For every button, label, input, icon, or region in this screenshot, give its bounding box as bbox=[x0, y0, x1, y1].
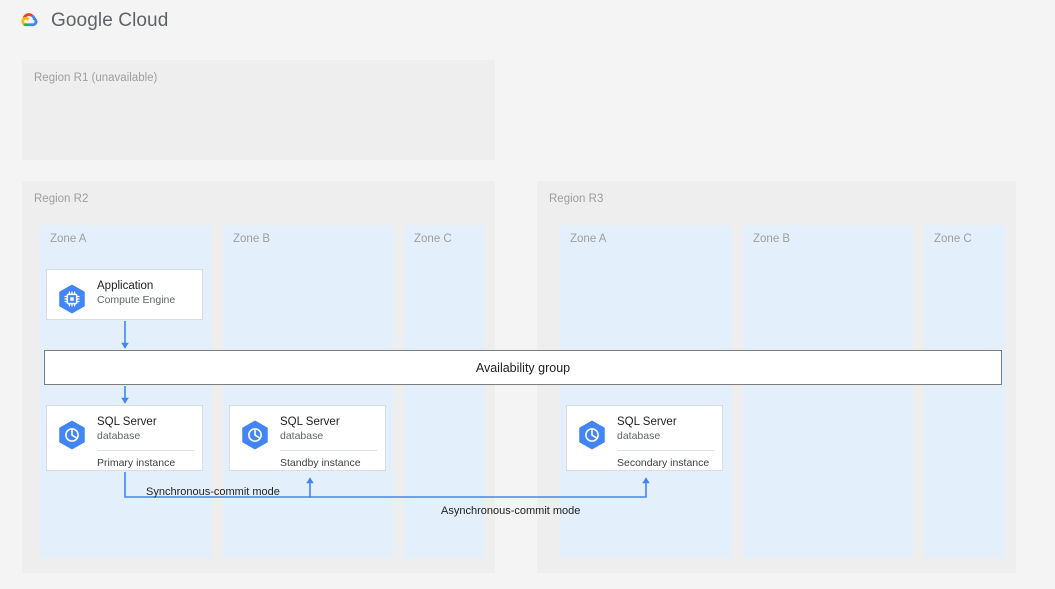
card-text-block: SQL Server database Standby instance bbox=[280, 416, 377, 469]
brand-logo-group: Google Cloud bbox=[14, 9, 168, 33]
resource-card-primary-instance[interactable]: SQL Server database Primary instance bbox=[46, 405, 203, 471]
compute-engine-icon bbox=[59, 284, 85, 314]
card-text-block: Application Compute Engine bbox=[97, 280, 194, 307]
sql-server-database-icon bbox=[242, 420, 268, 450]
card-text-block: SQL Server database Primary instance bbox=[97, 416, 194, 469]
zone-label-r2-b: Zone B bbox=[233, 233, 271, 245]
resource-card-standby-instance[interactable]: SQL Server database Standby instance bbox=[229, 405, 386, 471]
card-title: SQL Server bbox=[97, 416, 157, 428]
brand-name: Google Cloud bbox=[51, 10, 169, 31]
zone-label-r2-a: Zone A bbox=[50, 233, 87, 245]
card-divider: Standby instance bbox=[280, 450, 377, 469]
zone-panel-r2-b: Zone B bbox=[223, 225, 393, 558]
connector-label-synchronous-commit: Synchronous-commit mode bbox=[146, 486, 280, 498]
region-label-r2: Region R2 bbox=[34, 193, 89, 205]
zone-panel-r3-a: Zone A bbox=[560, 225, 732, 558]
card-footer-label: Secondary instance bbox=[617, 457, 710, 469]
zone-label-r3-c: Zone C bbox=[934, 233, 972, 245]
page-header: Google Cloud bbox=[0, 0, 1055, 44]
region-panel-r1: Region R1 (unavailable) bbox=[22, 60, 495, 160]
availability-group-label: Availability group bbox=[475, 360, 571, 375]
resource-card-application[interactable]: Application Compute Engine bbox=[46, 269, 203, 320]
region-label-r3: Region R3 bbox=[549, 193, 604, 205]
zone-label-r3-b: Zone B bbox=[753, 233, 791, 245]
zone-panel-r3-c: Zone C bbox=[924, 225, 1005, 558]
card-text-block: SQL Server database Secondary instance bbox=[617, 416, 714, 469]
card-divider: Primary instance bbox=[97, 450, 194, 469]
connector-label-asynchronous-commit: Asynchronous-commit mode bbox=[441, 505, 581, 517]
card-title: SQL Server bbox=[280, 416, 340, 428]
zone-label-r3-a: Zone A bbox=[570, 233, 607, 245]
google-cloud-logo-icon bbox=[21, 13, 38, 27]
sql-server-database-icon bbox=[59, 420, 85, 450]
card-subtitle: database bbox=[617, 429, 661, 442]
zone-panel-r2-c: Zone C bbox=[404, 225, 484, 558]
card-divider: Secondary instance bbox=[617, 450, 714, 469]
sql-server-database-icon bbox=[579, 420, 605, 450]
card-subtitle: database bbox=[97, 429, 141, 442]
card-footer-label: Standby instance bbox=[280, 457, 361, 469]
card-subtitle: database bbox=[280, 429, 324, 442]
zone-label-r2-c: Zone C bbox=[414, 233, 452, 245]
card-footer-label: Primary instance bbox=[97, 457, 176, 469]
card-subtitle: Compute Engine bbox=[97, 293, 176, 306]
card-title: SQL Server bbox=[617, 416, 677, 428]
region-label-r1: Region R1 (unavailable) bbox=[34, 72, 158, 84]
availability-group-bar[interactable]: Availability group bbox=[44, 350, 1002, 385]
zone-panel-r3-b: Zone B bbox=[743, 225, 913, 558]
card-title: Application bbox=[97, 280, 154, 292]
resource-card-secondary-instance[interactable]: SQL Server database Secondary instance bbox=[566, 405, 723, 471]
